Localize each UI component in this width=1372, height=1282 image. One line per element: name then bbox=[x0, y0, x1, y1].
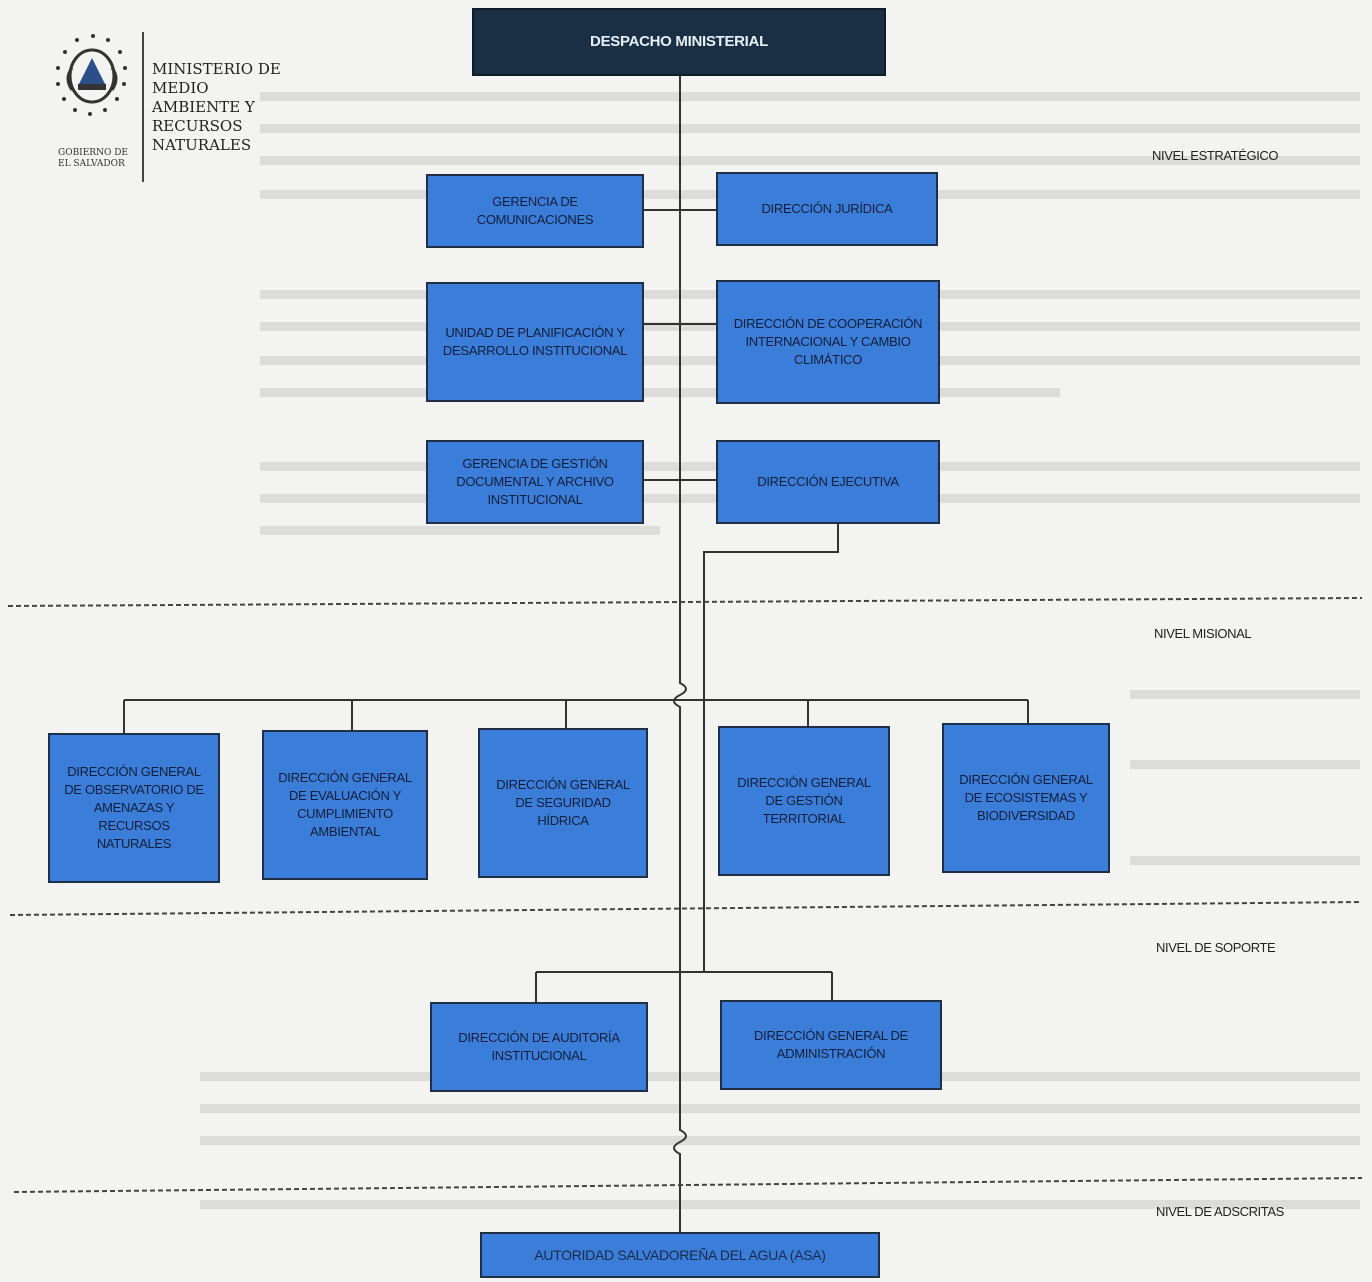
node-despacho-ministerial[interactable]: DESPACHO MINISTERIAL bbox=[472, 8, 886, 76]
node-gerencia-comunicaciones[interactable]: GERENCIA DE COMUNICACIONES bbox=[426, 174, 644, 248]
government-label: GOBIERNO DE EL SALVADOR bbox=[58, 148, 128, 169]
node-label: DIRECCIÓN GENERAL DE ECOSISTEMAS Y BIODI… bbox=[959, 772, 1093, 823]
node-label: DIRECCIÓN GENERAL DE EVALUACIÓN Y CUMPLI… bbox=[278, 770, 412, 839]
node-direccion-ejecutiva[interactable]: DIRECCIÓN EJECUTIVA bbox=[716, 440, 940, 524]
node-label: DIRECCIÓN DE AUDITORÍA INSTITUCIONAL bbox=[458, 1030, 620, 1063]
node-label: DIRECCIÓN JURÍDICA bbox=[761, 201, 893, 216]
node-dg-ecosistemas[interactable]: DIRECCIÓN GENERAL DE ECOSISTEMAS Y BIODI… bbox=[942, 723, 1110, 873]
node-label: DIRECCIÓN EJECUTIVA bbox=[757, 474, 899, 489]
ministry-name: MINISTERIO DE MEDIO AMBIENTE Y RECURSOS … bbox=[152, 60, 281, 154]
node-dg-seguridad-hidrica[interactable]: DIRECCIÓN GENERAL DE SEGURIDAD HÍDRICA bbox=[478, 728, 648, 878]
node-label: DIRECCIÓN GENERAL DE ADMINISTRACIÓN bbox=[754, 1028, 908, 1061]
node-dg-evaluacion[interactable]: DIRECCIÓN GENERAL DE EVALUACIÓN Y CUMPLI… bbox=[262, 730, 428, 880]
logo-divider bbox=[142, 32, 144, 182]
node-label: DIRECCIÓN GENERAL DE OBSERVATORIO DE AME… bbox=[64, 764, 204, 851]
level-label-strategic: NIVEL ESTRATÉGICO bbox=[1152, 148, 1279, 163]
node-direccion-juridica[interactable]: DIRECCIÓN JURÍDICA bbox=[716, 172, 938, 246]
node-label: UNIDAD DE PLANIFICACIÓN Y DESARROLLO INS… bbox=[442, 325, 628, 358]
node-label: DIRECCIÓN DE COOPERACIÓN INTERNACIONAL Y… bbox=[733, 316, 923, 367]
node-label: GERENCIA DE COMUNICACIONES bbox=[476, 194, 594, 227]
node-dg-administracion[interactable]: DIRECCIÓN GENERAL DE ADMINISTRACIÓN bbox=[720, 1000, 942, 1090]
node-label: GERENCIA DE GESTIÓN DOCUMENTAL Y ARCHIVO… bbox=[456, 456, 614, 507]
node-dg-gestion-territorial[interactable]: DIRECCIÓN GENERAL DE GESTIÓN TERRITORIAL bbox=[718, 726, 890, 876]
el-salvador-seal-icon bbox=[56, 34, 127, 116]
node-unidad-planificacion[interactable]: UNIDAD DE PLANIFICACIÓN Y DESARROLLO INS… bbox=[426, 282, 644, 402]
node-label: DIRECCIÓN GENERAL DE SEGURIDAD HÍDRICA bbox=[496, 777, 630, 828]
node-direccion-auditoria[interactable]: DIRECCIÓN DE AUDITORÍA INSTITUCIONAL bbox=[430, 1002, 648, 1092]
node-direccion-cooperacion[interactable]: DIRECCIÓN DE COOPERACIÓN INTERNACIONAL Y… bbox=[716, 280, 940, 404]
node-label: DIRECCIÓN GENERAL DE GESTIÓN TERRITORIAL bbox=[737, 775, 871, 826]
node-label: DESPACHO MINISTERIAL bbox=[590, 33, 768, 50]
node-gerencia-gestion-documental[interactable]: GERENCIA DE GESTIÓN DOCUMENTAL Y ARCHIVO… bbox=[426, 440, 644, 524]
level-label-attached: NIVEL DE ADSCRITAS bbox=[1156, 1204, 1284, 1219]
level-label-support: NIVEL DE SOPORTE bbox=[1156, 940, 1276, 955]
node-dg-observatorio[interactable]: DIRECCIÓN GENERAL DE OBSERVATORIO DE AME… bbox=[48, 733, 220, 883]
ministry-logo: GOBIERNO DE EL SALVADOR MINISTERIO DE ME… bbox=[50, 28, 290, 188]
level-label-missional: NIVEL MISIONAL bbox=[1154, 626, 1252, 641]
node-autoridad-agua[interactable]: AUTORIDAD SALVADOREÑA DEL AGUA (ASA) bbox=[480, 1232, 880, 1278]
node-label: AUTORIDAD SALVADOREÑA DEL AGUA (ASA) bbox=[534, 1247, 826, 1263]
